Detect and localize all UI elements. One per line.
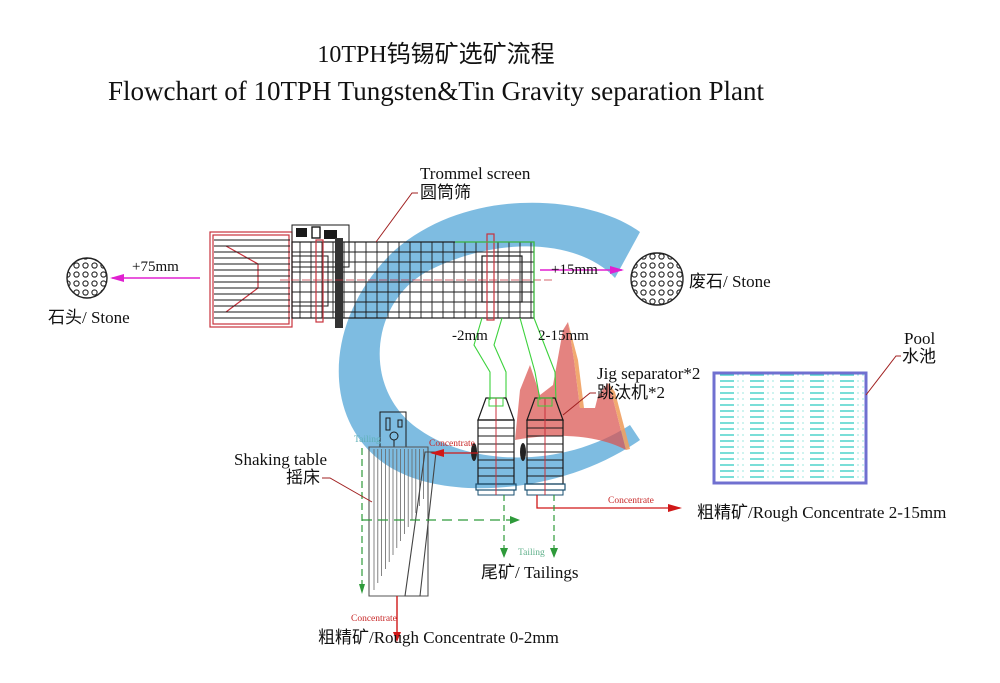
jig-feed-inlet — [488, 397, 504, 407]
jig-diaphragm — [520, 443, 526, 461]
coarse-concentrate-small-label: Concentrate — [608, 496, 654, 506]
tailing-arrow-head — [550, 548, 558, 558]
jig-leader-line — [562, 392, 596, 416]
stone-left: 石头/ Stone — [48, 257, 130, 327]
trommel-outlet-box — [481, 255, 523, 303]
trommel-support-ring — [486, 233, 495, 321]
stone-right-label: 废石/ Stone — [689, 272, 771, 291]
jig-separators — [471, 397, 566, 496]
trommel-inlet-box — [291, 255, 329, 307]
title-english: Flowchart of 10TPH Tungsten&Tin Gravity … — [108, 76, 765, 106]
watermark-logo — [338, 202, 640, 489]
shaking-table — [359, 411, 520, 597]
jig-label-en: Jig separator*2 — [597, 364, 700, 383]
coarse-concentrate-arrow — [536, 495, 682, 512]
stone-left-icon — [66, 257, 108, 299]
shaking-table-label-cn: 摇床 — [286, 468, 320, 487]
trommel-screen — [209, 224, 557, 401]
shaking-table-riffles — [373, 449, 424, 590]
trommel-hopper-lines — [214, 239, 290, 319]
stone-right-icon — [630, 252, 684, 306]
tailing-arrow-head — [500, 548, 508, 558]
pool — [712, 371, 868, 485]
jig-feed-inlet — [537, 397, 553, 407]
trommel-gear-ring — [335, 238, 343, 328]
fine-concentrate-label: 粗精矿/Rough Concentrate 0-2mm — [318, 628, 559, 647]
tailing-arrow-head — [510, 516, 520, 524]
pool-label-en: Pool — [904, 329, 935, 348]
shaking-table-leader-line — [322, 477, 373, 503]
jig-label-cn: 跳汰机*2 — [597, 383, 665, 402]
pool-label-cn: 水池 — [902, 347, 936, 366]
tailing-arrow-head — [359, 584, 365, 594]
shaking-table-tailing-label: Tailing — [354, 435, 381, 445]
trommel-label-en: Trommel screen — [420, 164, 531, 183]
minus2-label: -2mm — [452, 328, 488, 344]
plus75-label: +75mm — [132, 259, 179, 275]
trommel-drive-motor — [291, 224, 350, 268]
jig-tailing-small-label: Tailing — [518, 548, 545, 558]
shaking-table-deck — [368, 446, 429, 597]
fine-concentrate-small-label: Concentrate — [351, 614, 397, 624]
jig-separator — [520, 397, 566, 496]
logo-orange-edge — [568, 322, 630, 450]
title-chinese: 10TPH钨锡矿选矿流程 — [317, 41, 554, 68]
jig-separator — [471, 397, 517, 496]
jig-concentrate-label: Concentrate — [429, 439, 475, 449]
trommel-support-ring — [315, 239, 324, 323]
range-2-15-label: 2-15mm — [538, 328, 589, 344]
stone-right: 废石/ Stone — [630, 252, 771, 306]
logo-blue-crescent — [338, 202, 640, 489]
trommel-label-cn: 圆筒筛 — [420, 183, 471, 202]
logo-red-peaks — [515, 322, 626, 450]
stone-left-label: 石头/ Stone — [48, 308, 130, 327]
plus15-label: +15mm — [551, 262, 598, 278]
concentrate-arrow-head — [393, 632, 401, 642]
shaking-table-label-en: Shaking table — [234, 450, 327, 469]
pool-leader-line — [865, 355, 901, 396]
tailings-label: 尾矿/ Tailings — [481, 563, 579, 582]
pool-tank — [712, 371, 868, 485]
trommel-discharge-hood — [455, 241, 557, 401]
trommel-leader-line — [375, 192, 418, 243]
jig-diaphragm — [471, 443, 477, 461]
coarse-concentrate-label: 粗精矿/Rough Concentrate 2-15mm — [697, 503, 946, 522]
